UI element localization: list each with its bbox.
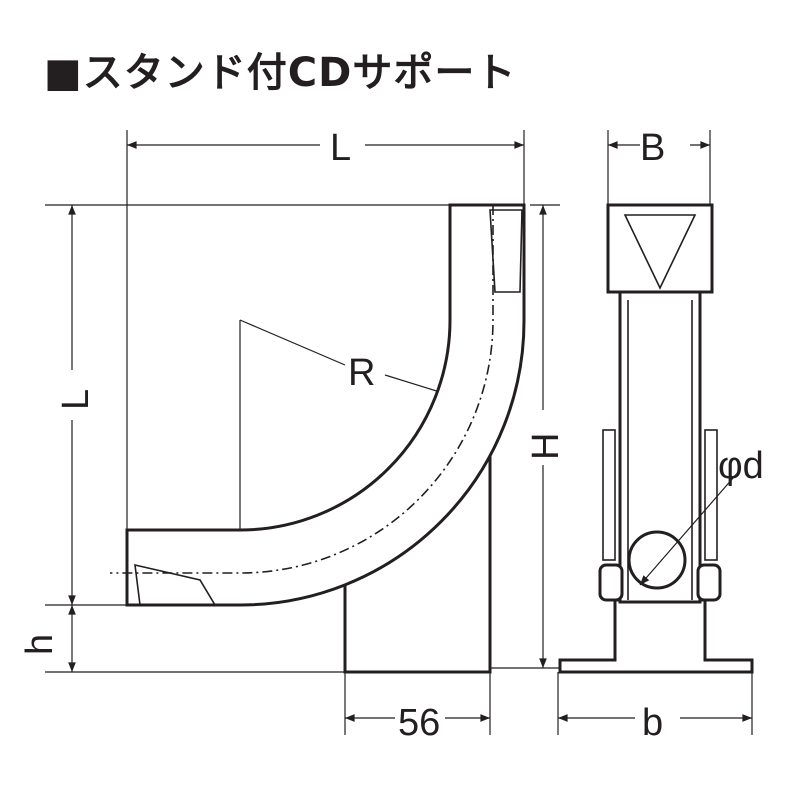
dim-label-base-height: h bbox=[19, 634, 61, 655]
dim-label-radius: R bbox=[348, 352, 375, 394]
dim-label-diameter: φd bbox=[718, 445, 764, 487]
dim-label-width-top: B bbox=[640, 127, 665, 169]
dimension-lines bbox=[68, 141, 753, 722]
dim-label-stand-width: 56 bbox=[398, 702, 440, 744]
dim-label-top-length: L bbox=[330, 127, 351, 169]
dim-label-base-width: b bbox=[642, 702, 663, 744]
front-view bbox=[558, 203, 754, 674]
pipe-side-view bbox=[110, 203, 526, 607]
pipe-section-circle bbox=[627, 530, 687, 590]
diagram-title: ■スタンド付CDサポート bbox=[44, 50, 517, 96]
dim-label-height: H bbox=[525, 433, 567, 460]
dim-label-side-length: L bbox=[55, 389, 97, 410]
